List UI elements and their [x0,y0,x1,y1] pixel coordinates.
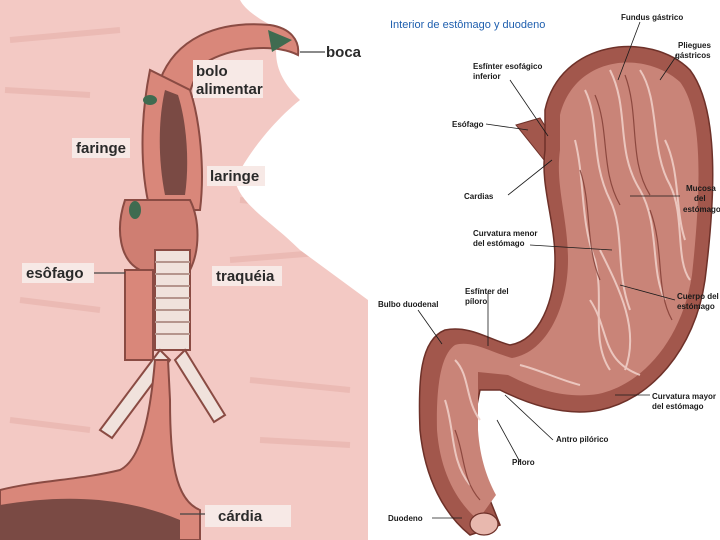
label-esfinter-esofagico-2: inferior [473,72,501,81]
label-cuerpo-1: Cuerpo del [677,292,719,301]
gastric-folds [444,69,691,486]
pharynx-dark [159,90,188,195]
label-bulbo-duodenal: Bulbo duodenal [378,300,438,309]
label-bolo-backing [193,60,263,98]
label-esofago: esôfago [26,265,84,282]
stomach-top [0,498,180,540]
label-faringe-backing [72,138,130,158]
swallowing-pathway-diagram: boca bolo alimentar faringe laringe esôf… [0,0,368,540]
label-laringe-backing [207,166,265,186]
right-bronchus [173,348,227,424]
label-mucosa-2: del [694,194,706,203]
label-cardia-backing [205,505,291,527]
label-esfinter-piloro-2: píloro [465,297,487,306]
label-cardias: Cardias [464,192,494,201]
label-mucosa-3: estómago [683,205,720,214]
label-esofago-backing [22,263,94,283]
left-bronchus [98,348,172,440]
label-esfinter-piloro-1: Esfínter del [465,287,509,296]
stomach-diagram-title: Interior de estômago y duodeno [390,19,545,31]
trachea-rings [155,261,190,335]
label-boca: boca [326,44,362,61]
label-curvatura-menor-1: Curvatura menor [473,229,537,238]
label-esfinter-esofagico-1: Esfínter esofágico [473,62,542,71]
lower-esophagus [0,359,201,540]
label-curvatura-mayor-1: Curvatura mayor [652,392,716,401]
stomach-interior-diagram: Interior de estômago y duodeno [375,0,720,540]
label-pliegues-2: gástricos [675,51,711,60]
label-mucosa-1: Mucosa [686,184,716,193]
label-pliegues-1: Pliegues [678,41,711,50]
label-laringe: laringe [210,168,259,185]
label-faringe: faringe [76,140,126,157]
esophagus-tube [124,269,154,361]
label-curvatura-menor-2: del estómago [473,239,525,248]
food-bolus-mouth [268,30,292,52]
label-fundus: Fundus gástrico [621,13,683,22]
label-bolo-line2: alimentar [196,81,263,98]
label-esofago-right: Esófago [452,120,484,129]
label-bolo-line1: bolo [196,63,228,80]
label-curvatura-mayor-2: del estómago [652,402,704,411]
label-duodeno: Duodeno [388,514,423,523]
gastric-folds-dark [454,74,673,501]
label-traqueia: traquéia [216,268,275,285]
face-outline-region [235,0,368,300]
duodenum-opening [469,512,499,536]
left-diagram-svg: boca bolo alimentar faringe laringe esôf… [0,0,368,540]
label-traqueia-backing [212,266,282,286]
label-antro-pilorico: Antro pilórico [556,435,609,444]
label-cuerpo-2: estómago [677,302,715,311]
food-bolus-pharynx [143,95,157,105]
label-cardia: cárdia [218,508,263,525]
label-piloro: Píloro [512,458,535,467]
right-diagram-svg: Interior de estômago y duodeno [378,13,720,536]
leader-lines [417,21,680,519]
food-bolus-larynx [129,201,141,219]
